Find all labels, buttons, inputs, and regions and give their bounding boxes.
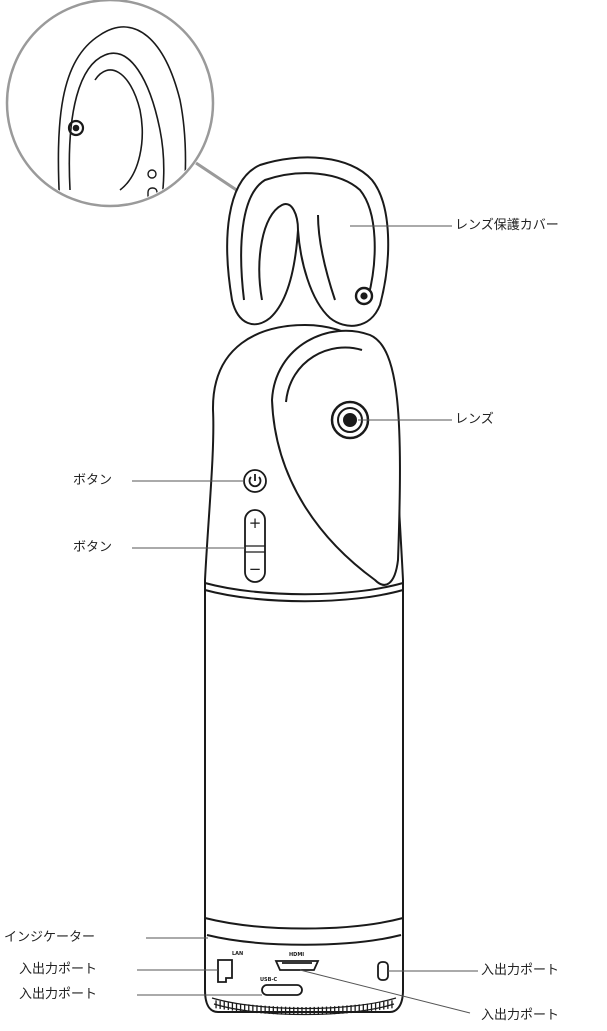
side-port — [377, 961, 389, 981]
zoom-cover-outline — [57, 26, 187, 204]
lan-port-label: LAN — [232, 951, 243, 957]
lan-port — [217, 959, 233, 983]
volume-button[interactable] — [244, 509, 266, 583]
label-lan-port: 入出力ポート — [19, 962, 98, 977]
power-button[interactable] — [243, 469, 267, 493]
callout-lines — [132, 225, 478, 1014]
usbc-port — [261, 984, 303, 996]
usbc-port-label: USB-C — [260, 977, 278, 983]
label-hdmi-port: 入出力ポート — [481, 1008, 560, 1023]
zoom-circle — [5, 0, 215, 208]
device-body — [204, 323, 404, 1016]
label-volume-button: ボタン — [73, 540, 113, 555]
volume-minus-symbol: − — [249, 560, 262, 578]
zoom-inset — [5, 0, 245, 208]
zoom-cover-inner — [68, 52, 165, 204]
volume-plus-symbol: + — [249, 514, 262, 532]
label-lens: レンズ — [455, 412, 494, 427]
label-usbc-port: 入出力ポート — [19, 987, 98, 1002]
zoom-lens-icon — [67, 119, 85, 137]
callout-line-hdmi — [299, 969, 471, 1014]
hdmi-port-label: HDMI — [289, 952, 304, 958]
label-lens-cover: レンズ保護カバー — [455, 218, 559, 233]
hdmi-port — [274, 960, 320, 971]
label-power-button: ボタン — [73, 473, 113, 488]
label-indicator: インジケーター — [4, 930, 96, 945]
lens-cover — [226, 156, 390, 327]
label-side-port: 入出力ポート — [481, 963, 560, 978]
grille-slots — [215, 1000, 393, 1015]
